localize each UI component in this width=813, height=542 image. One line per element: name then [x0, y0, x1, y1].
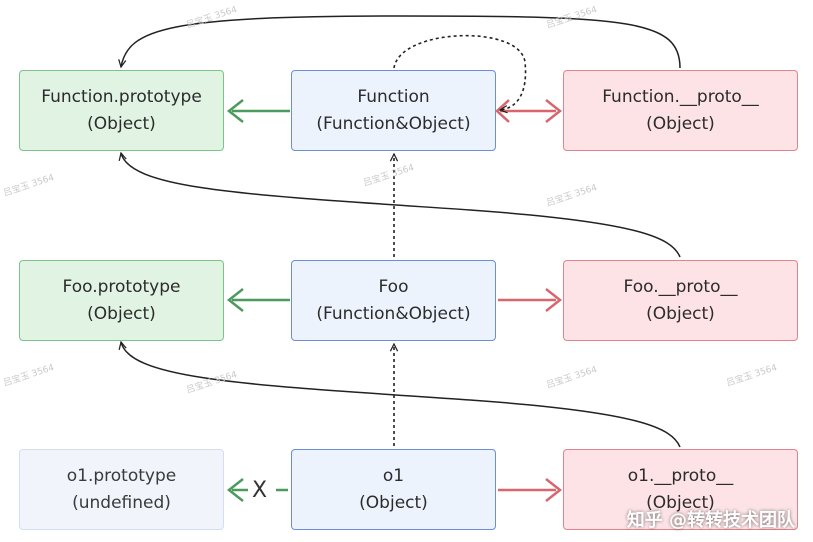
- node-foo-prototype-type: (Object): [87, 303, 156, 324]
- node-foo-name: Foo: [378, 276, 409, 297]
- node-o1-prototype-name: o1.prototype: [66, 465, 177, 486]
- curve-arrow-function-proto-to-function-prototype: [121, 15, 681, 68]
- node-function-prototype: Function.prototype (Object): [19, 70, 224, 151]
- proto-arrow-function: [495, 99, 563, 123]
- node-o1: o1 (Object): [291, 449, 496, 530]
- node-function-proto-name: Function.__proto__: [602, 86, 759, 107]
- dotted-arrow-function-self-loop: [393, 34, 527, 110]
- no-prototype-x-mark: X: [252, 478, 268, 503]
- node-foo-type: (Function&Object): [316, 303, 471, 324]
- curve-arrow-foo-proto-to-function-prototype: [121, 153, 681, 258]
- node-function: Function (Function&Object): [291, 70, 496, 151]
- node-o1-proto-type: (Object): [646, 492, 715, 513]
- node-o1-prototype: o1.prototype (undefined): [19, 449, 224, 530]
- node-o1-proto-name: o1.__proto__: [627, 465, 734, 486]
- node-foo-proto-name: Foo.__proto__: [623, 276, 738, 297]
- node-o1-type: (Object): [359, 492, 428, 513]
- node-function-name: Function: [357, 86, 430, 107]
- node-foo-prototype-name: Foo.prototype: [62, 276, 181, 297]
- prototype-arrow-function: [226, 99, 290, 123]
- proto-arrow-foo: [498, 288, 563, 312]
- node-o1-prototype-type: (undefined): [72, 492, 171, 513]
- node-o1-name: o1: [382, 465, 405, 486]
- node-function-proto-type: (Object): [646, 113, 715, 134]
- node-foo-proto-type: (Object): [646, 303, 715, 324]
- prototype-arrow-foo: [226, 288, 290, 312]
- node-foo: Foo (Function&Object): [291, 260, 496, 341]
- proto-arrow-o1: [498, 478, 563, 502]
- node-function-proto: Function.__proto__ (Object): [563, 70, 798, 151]
- node-function-type: (Function&Object): [316, 113, 471, 134]
- node-function-prototype-type: (Object): [87, 113, 156, 134]
- prototype-arrow-o1: [226, 478, 288, 502]
- node-foo-proto: Foo.__proto__ (Object): [563, 260, 798, 341]
- node-function-prototype-name: Function.prototype: [41, 86, 202, 107]
- node-o1-proto: o1.__proto__ (Object): [563, 449, 798, 530]
- curve-arrow-o1-proto-to-foo-prototype: [121, 342, 681, 448]
- brand-watermark: 知乎 @转转技术团队: [626, 510, 795, 531]
- node-foo-prototype: Foo.prototype (Object): [19, 260, 224, 341]
